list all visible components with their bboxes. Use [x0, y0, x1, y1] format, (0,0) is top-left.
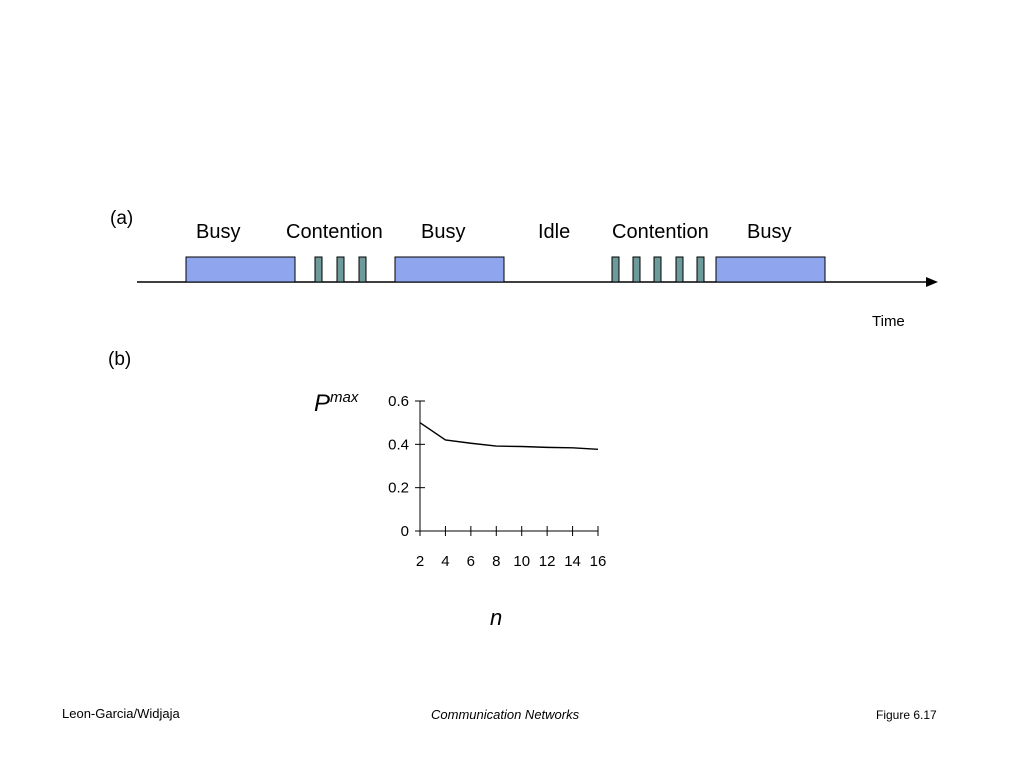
segment-label-contention-1: Contention — [286, 221, 383, 243]
footer-authors: Leon-Garcia/Widjaja — [62, 706, 180, 721]
x-tick-label: 8 — [492, 553, 500, 570]
x-axis-title: n — [490, 605, 503, 630]
contention-slot — [358, 256, 367, 283]
segment-label-busy-2: Busy — [421, 221, 466, 243]
busy-block-1 — [185, 256, 296, 283]
contention-slot — [336, 256, 345, 283]
footer-book-title: Communication Networks — [431, 707, 580, 722]
pmax-series-line — [419, 422, 599, 451]
y-axis-title: Pmax — [314, 389, 358, 418]
y-tick-label: 0.4 — [388, 436, 409, 453]
segment-label-contention-2: Contention — [612, 221, 709, 243]
y-axis-title-sub: max — [330, 389, 359, 406]
contention-slot — [611, 256, 620, 283]
x-tick-label: 2 — [416, 553, 424, 570]
contention-slot — [314, 256, 323, 283]
busy-block-2 — [394, 256, 505, 283]
y-tick-label: 0.2 — [388, 480, 409, 497]
contention-slot — [632, 256, 641, 283]
y-axis-title-main: P — [314, 390, 331, 417]
segment-label-busy-3: Busy — [747, 221, 792, 243]
x-tick-label: 14 — [564, 553, 581, 570]
busy-block-3 — [715, 256, 826, 283]
contention-slot — [653, 256, 662, 283]
part-b-label: (b) — [108, 349, 132, 370]
segment-label-idle: Idle — [538, 221, 571, 243]
x-tick-label: 10 — [513, 553, 530, 570]
x-tick-label: 12 — [539, 553, 556, 570]
y-tick-label: 0.6 — [388, 393, 409, 410]
time-axis-arrowhead — [926, 277, 938, 287]
time-axis-label: Time — [872, 313, 905, 330]
part-a-label: (a) — [110, 208, 134, 229]
segment-label-busy-1: Busy — [196, 221, 241, 243]
x-tick-label: 6 — [467, 553, 475, 570]
x-tick-label: 4 — [441, 553, 449, 570]
contention-slot — [675, 256, 684, 283]
y-tick-label: 0 — [401, 523, 409, 540]
x-tick-label: 16 — [590, 553, 607, 570]
footer-figure-number: Figure 6.17 — [876, 708, 937, 722]
contention-slot — [696, 256, 705, 283]
